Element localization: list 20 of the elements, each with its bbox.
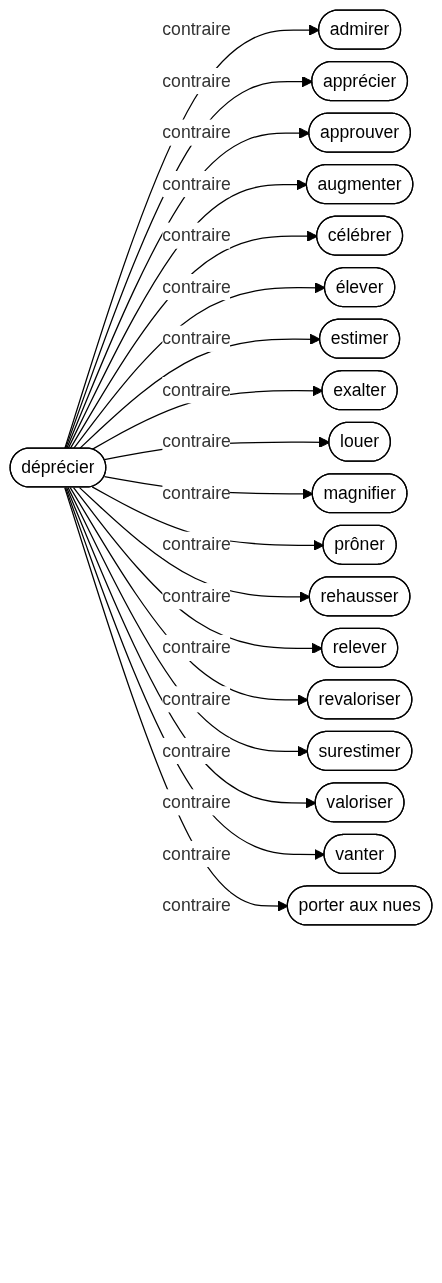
edge-label: contraire — [162, 173, 231, 194]
edge-label: contraire — [162, 482, 231, 503]
edge-label: contraire — [162, 894, 231, 915]
edge-label: contraire — [162, 70, 231, 91]
arrow — [69, 487, 309, 706]
edge-label: contraire — [162, 688, 231, 709]
edge-label: contraire — [162, 843, 231, 864]
edge-label: contraire — [162, 791, 231, 812]
edge-label: contraire — [162, 328, 231, 349]
edge-label: contraire — [162, 637, 231, 658]
edge-label: contraire — [162, 585, 231, 606]
edge-label: contraire — [162, 431, 231, 452]
edge-label: contraire — [162, 276, 231, 297]
arrow — [67, 487, 309, 757]
edge-label: contraire — [162, 121, 231, 143]
edge-label: contraire — [162, 224, 231, 246]
edge-label: contraire — [162, 740, 231, 761]
edge-label: contraire — [162, 18, 231, 39]
edge-label: contraire — [162, 534, 231, 555]
edge-label: contraire — [162, 379, 231, 400]
